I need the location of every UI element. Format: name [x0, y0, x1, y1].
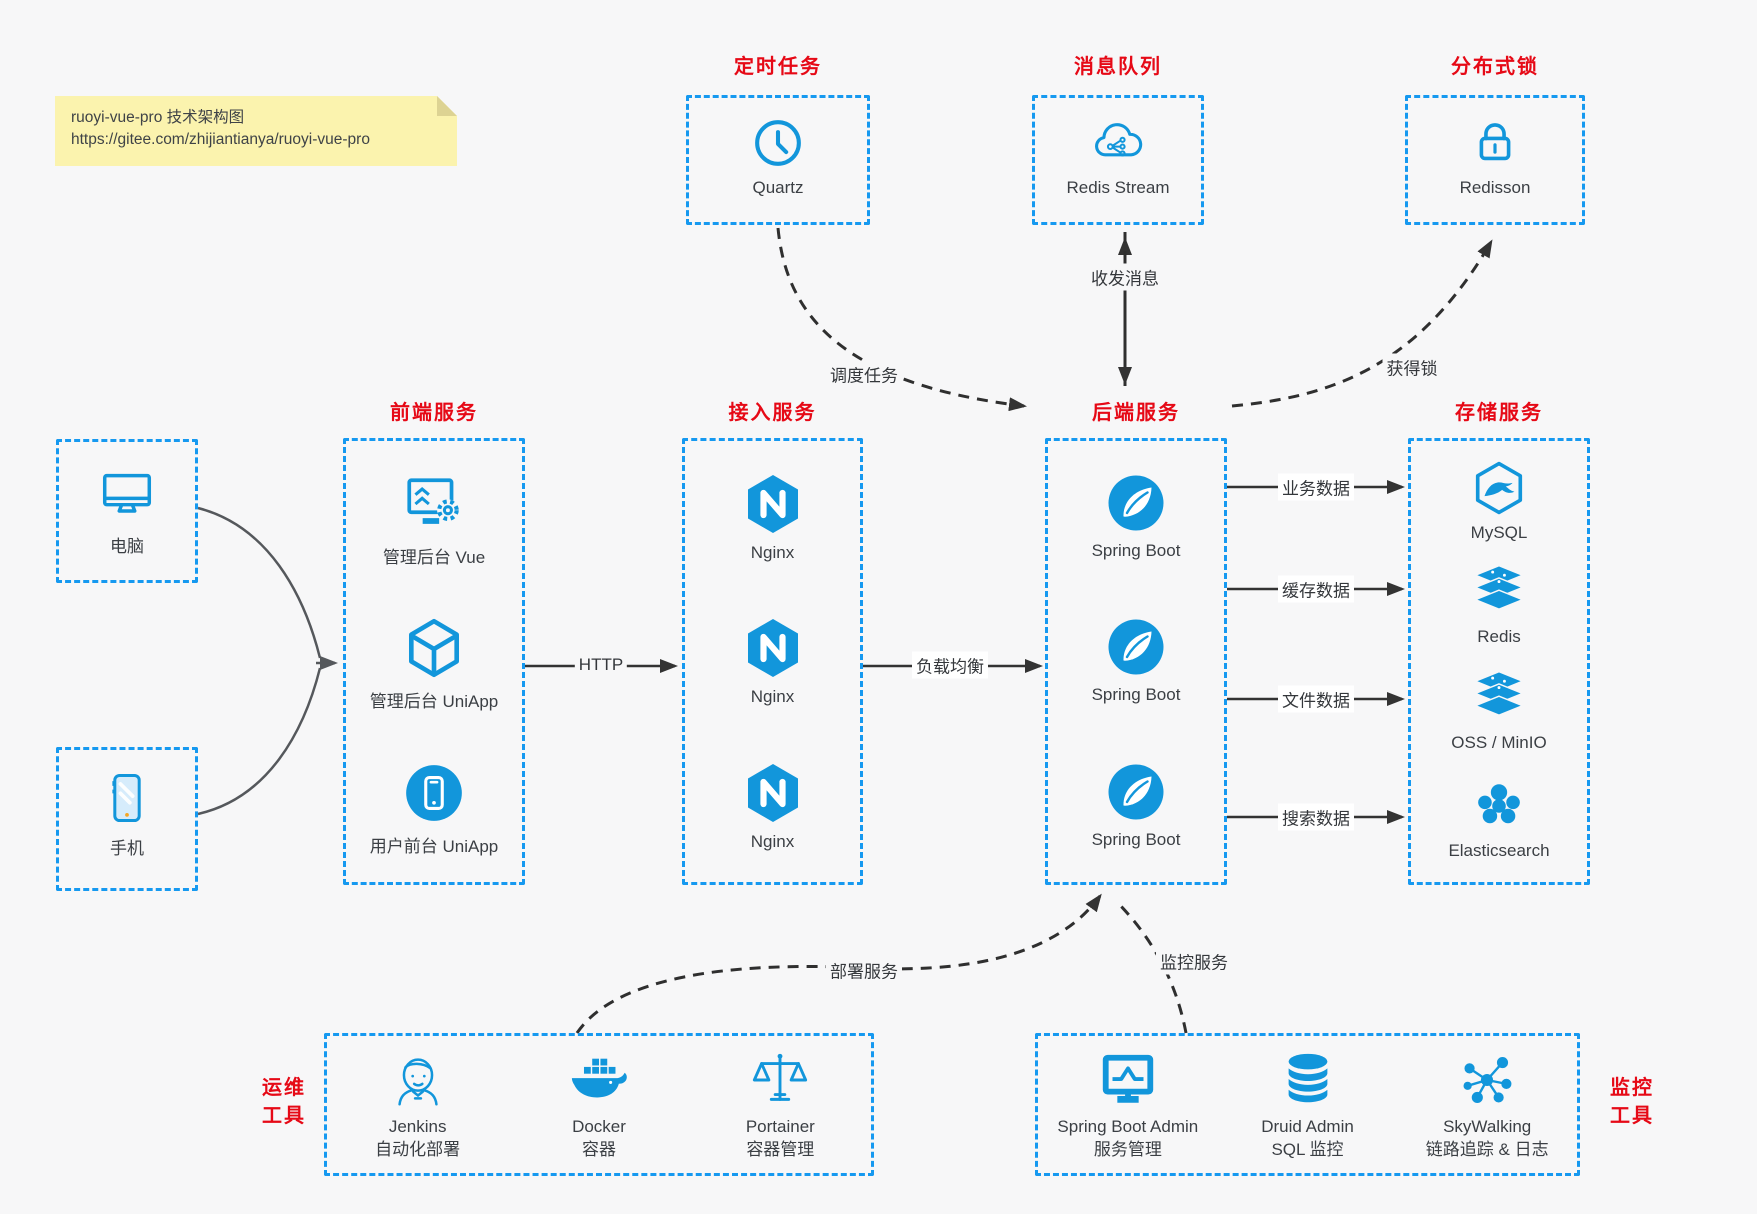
scheduled-task-box: Quartz: [686, 95, 870, 225]
spring-boot-admin-node: Spring Boot Admin 服务管理: [1038, 1049, 1218, 1161]
portainer-icon: [749, 1049, 811, 1111]
clock-icon: [749, 114, 807, 172]
edge-redisson-lock: [1231, 239, 1493, 408]
node-label: 管理后台 UniApp: [369, 692, 499, 711]
sticky-note-fold: [437, 96, 457, 116]
node-label: Docker 容器: [572, 1117, 626, 1159]
uniapp-cube-icon: [401, 615, 467, 681]
gateway-box: Nginx Nginx Nginx: [682, 438, 863, 885]
mysql-icon: [1470, 459, 1528, 517]
spring-boot-icon: [1104, 760, 1168, 824]
group-title-frontend: 前端服务: [390, 402, 478, 424]
oss-icon: [1470, 669, 1528, 727]
group-title-message-queue: 消息队列: [1074, 56, 1162, 78]
lock-icon: [1466, 114, 1524, 172]
sticky-note: ruoyi-vue-pro 技术架构图 https://gitee.com/zh…: [55, 96, 457, 166]
node-label: Elasticsearch: [1448, 841, 1550, 860]
node-label: Jenkins 自动化部署: [375, 1117, 461, 1159]
docker-node: Docker 容器: [508, 1049, 689, 1161]
ops-tools-box: Jenkins 自动化部署 Docker 容器: [324, 1033, 874, 1176]
node-label: Spring Boot: [1091, 830, 1181, 849]
elasticsearch-icon: [1470, 777, 1528, 835]
spring-boot-icon: [1104, 471, 1168, 535]
pc-client-box: 电脑: [56, 439, 198, 583]
node-label: Spring Boot Admin 服务管理: [1057, 1117, 1199, 1159]
group-title-distributed-lock: 分布式锁: [1451, 56, 1539, 78]
jenkins-icon: [387, 1049, 449, 1111]
spring-boot-admin-icon: [1097, 1049, 1159, 1111]
edge-label-monitor: 监控服务: [1156, 947, 1232, 975]
edge-label-deploy: 部署服务: [826, 956, 902, 984]
note-url: https://gitee.com/zhijiantianya/ruoyi-vu…: [71, 131, 370, 148]
skywalking-icon: [1456, 1049, 1518, 1111]
node-label: Redisson: [1459, 178, 1531, 197]
node-label: SkyWalking 链路追踪 & 日志: [1425, 1117, 1549, 1159]
nginx-icon: [741, 615, 805, 681]
node-label: OSS / MinIO: [1451, 733, 1547, 752]
mobile-client-box: 手机: [56, 747, 198, 891]
node-label: 用户前台 UniApp: [369, 837, 499, 856]
edge-label-schedule: 调度任务: [826, 360, 902, 388]
group-title-monitoring-tools: 监控 工具: [1610, 1077, 1654, 1127]
nginx-icon: [741, 760, 805, 826]
skywalking-node: SkyWalking 链路追踪 & 日志: [1397, 1049, 1577, 1161]
edge-label-message: 收发消息: [1087, 263, 1163, 291]
edge-label-business-data: 业务数据: [1278, 473, 1354, 501]
node-label: 管理后台 Vue: [382, 548, 486, 567]
node-label: Redis Stream: [1066, 178, 1170, 197]
backend-box: Spring Boot Spring Boot Spring Boot: [1045, 438, 1227, 885]
cloud-stream-icon: [1089, 114, 1147, 172]
distributed-lock-box: Redisson: [1405, 95, 1585, 225]
node-label: MySQL: [1470, 523, 1528, 542]
node-label: Quartz: [752, 178, 804, 197]
node-label: Druid Admin SQL 监控: [1261, 1117, 1354, 1159]
group-title-ops-tools: 运维 工具: [262, 1077, 306, 1127]
storage-box: MySQL Redis: [1408, 438, 1590, 885]
monitoring-tools-box: Spring Boot Admin 服务管理 Druid Admin SQL 监…: [1035, 1033, 1580, 1176]
edge-label-file-data: 文件数据: [1278, 685, 1354, 713]
node-label: 电脑: [110, 537, 144, 556]
node-label: Nginx: [750, 832, 795, 851]
message-queue-box: Redis Stream: [1032, 95, 1204, 225]
node-label: Spring Boot: [1091, 685, 1181, 704]
group-title-gateway: 接入服务: [728, 402, 817, 424]
jenkins-node: Jenkins 自动化部署: [327, 1049, 508, 1161]
edge-label-cache-data: 缓存数据: [1278, 575, 1354, 603]
nginx-icon: [741, 471, 805, 537]
spring-boot-icon: [1104, 615, 1168, 679]
node-label: Redis: [1477, 627, 1521, 646]
redis-icon: [1470, 563, 1528, 621]
edge-label-search-data: 搜索数据: [1278, 803, 1354, 831]
portainer-node: Portainer 容器管理: [690, 1049, 871, 1161]
phone-icon: [97, 768, 157, 828]
node-label: Portainer 容器管理: [745, 1117, 815, 1159]
group-title-storage: 存储服务: [1455, 402, 1543, 424]
admin-vue-icon: [401, 471, 467, 537]
group-title-backend: 后端服务: [1092, 402, 1180, 424]
edge-label-lock: 获得锁: [1382, 353, 1442, 381]
edge-phone-to-frontend: [197, 667, 322, 816]
druid-node: Druid Admin SQL 监控: [1218, 1049, 1398, 1161]
druid-icon: [1277, 1049, 1339, 1111]
note-title: ruoyi-vue-pro 技术架构图: [71, 109, 245, 126]
desktop-icon: [96, 464, 158, 526]
frontend-box: 管理后台 Vue 管理后台 UniApp 用户前台 UniApp: [343, 438, 525, 885]
edge-label-load-balance: 负载均衡: [912, 651, 988, 679]
docker-icon: [568, 1049, 630, 1111]
node-label: 手机: [110, 839, 144, 858]
node-label: Spring Boot: [1091, 541, 1181, 560]
edge-pc-to-frontend: [197, 506, 322, 659]
edge-label-http: HTTP: [574, 654, 628, 676]
node-label: Nginx: [750, 687, 795, 706]
group-title-scheduled-task: 定时任务: [734, 56, 822, 78]
node-label: Nginx: [750, 543, 795, 562]
uniapp-phone-icon: [401, 760, 467, 826]
